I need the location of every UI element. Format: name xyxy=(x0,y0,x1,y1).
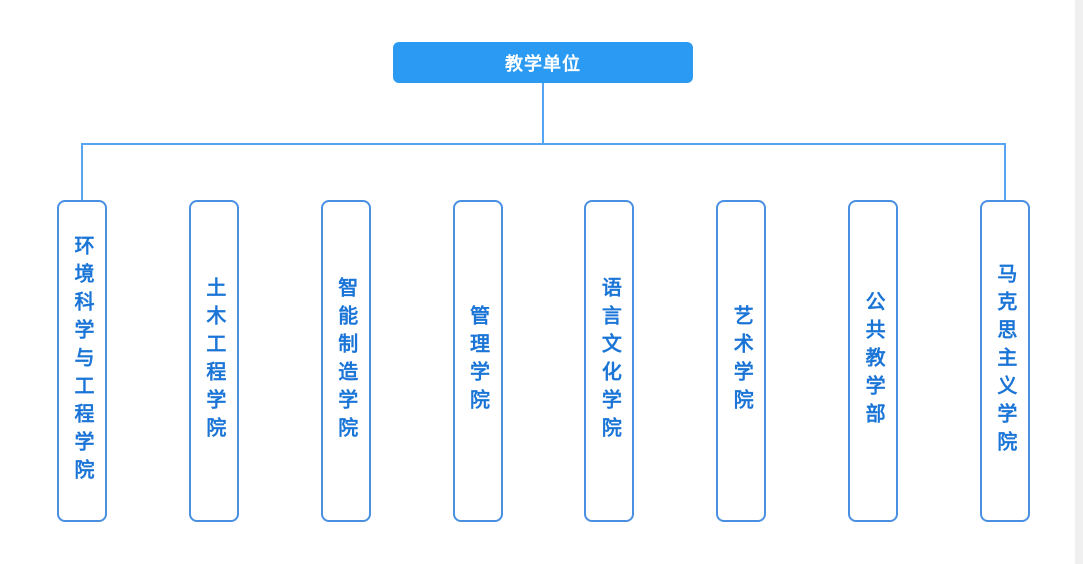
org-node-label: 艺术学院 xyxy=(730,305,753,417)
org-node-label: 智能制造学院 xyxy=(334,277,357,445)
connector-right-drop xyxy=(1004,143,1006,200)
connector-left-drop xyxy=(81,143,83,200)
org-node-public-teaching: 公共教学部 xyxy=(848,200,899,522)
children-row: 环境科学与工程学院 土木工程学院 智能制造学院 管理学院 语言文化学院 艺术学院… xyxy=(57,200,1030,522)
org-node-label: 管理学院 xyxy=(466,305,489,417)
org-node-label: 马克思主义学院 xyxy=(993,263,1016,459)
org-node-environmental-science: 环境科学与工程学院 xyxy=(57,200,107,522)
org-node-marxism: 马克思主义学院 xyxy=(979,200,1030,522)
root-node-teaching-units: 教学单位 xyxy=(393,42,693,83)
org-node-management: 管理学院 xyxy=(452,200,503,522)
vertical-scrollbar[interactable] xyxy=(1075,0,1083,564)
org-node-language-culture: 语言文化学院 xyxy=(584,200,635,522)
org-node-intelligent-manufacturing: 智能制造学院 xyxy=(320,200,371,522)
org-node-label: 语言文化学院 xyxy=(598,277,621,445)
org-node-label: 公共教学部 xyxy=(862,291,885,431)
org-node-civil-engineering: 土木工程学院 xyxy=(188,200,239,522)
connector-root-drop xyxy=(542,83,544,143)
org-node-label: 环境科学与工程学院 xyxy=(71,235,93,487)
connector-horizontal xyxy=(81,143,1006,145)
org-node-art: 艺术学院 xyxy=(716,200,767,522)
org-node-label: 土木工程学院 xyxy=(202,277,225,445)
